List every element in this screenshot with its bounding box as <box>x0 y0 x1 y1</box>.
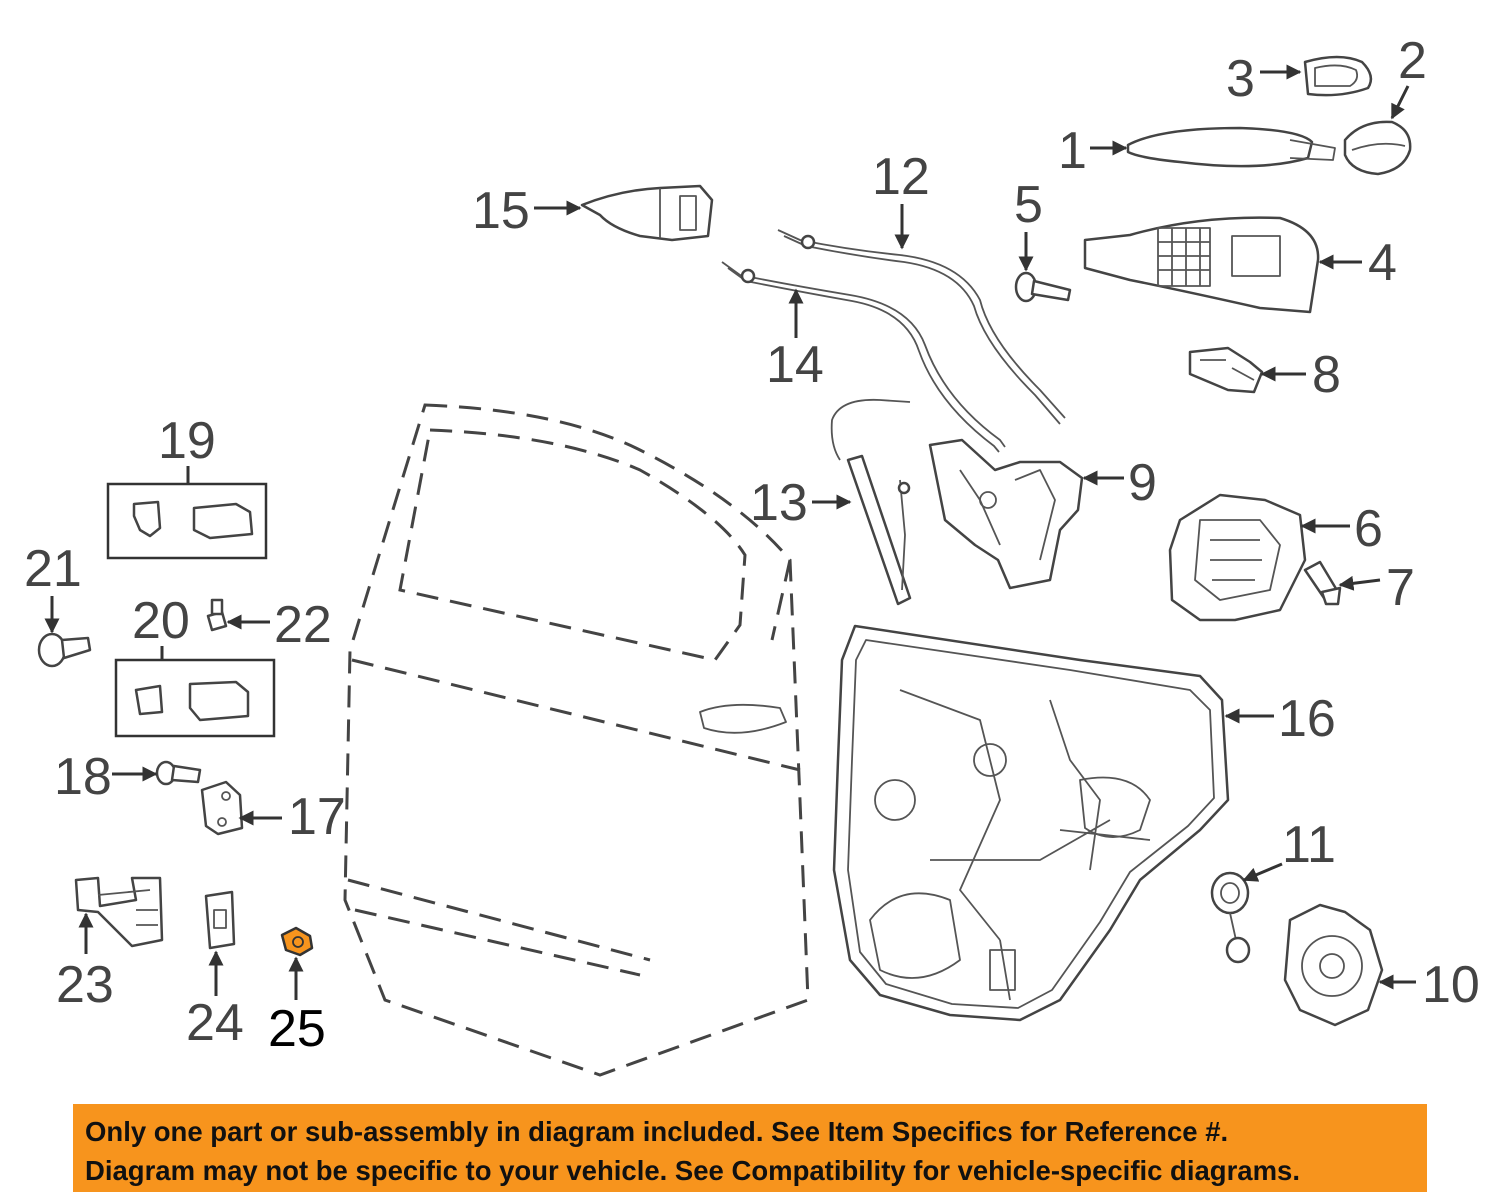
part-11-grommet[interactable] <box>1210 871 1251 964</box>
part-18-bolt[interactable] <box>155 760 202 786</box>
part-9-latch[interactable] <box>928 438 1084 590</box>
part-6-actuator[interactable] <box>1168 493 1307 622</box>
callout-16: 16 <box>1278 690 1336 748</box>
callout-labels: 1 2 3 4 5 6 7 8 9 10 11 12 13 14 15 16 1… <box>24 32 1480 1058</box>
callout-15: 15 <box>472 182 530 240</box>
part-10-speaker[interactable] <box>1283 903 1384 1027</box>
callout-22: 22 <box>274 596 332 654</box>
part-14-cable[interactable] <box>721 261 1006 453</box>
part-17-striker[interactable] <box>200 780 244 836</box>
disclaimer-line-2: Diagram may not be specific to your vehi… <box>85 1155 1300 1186</box>
part-21-clip[interactable] <box>37 632 92 668</box>
callout-7: 7 <box>1386 559 1415 617</box>
callout-9: 9 <box>1128 454 1157 512</box>
part-24-plate[interactable] <box>204 890 236 950</box>
part-25-nut[interactable] <box>280 926 314 957</box>
part-20-kit-box[interactable] <box>114 658 276 738</box>
part-12-cable[interactable] <box>777 229 1066 425</box>
callout-12: 12 <box>872 148 930 206</box>
callout-13: 13 <box>750 474 808 532</box>
callout-23: 23 <box>56 956 114 1014</box>
part-13-rod[interactable] <box>830 398 912 606</box>
disclaimer-line-1: Only one part or sub-assembly in diagram… <box>85 1116 1229 1147</box>
callout-8: 8 <box>1312 346 1341 404</box>
door-outline <box>343 403 810 1077</box>
callout-5: 5 <box>1014 176 1043 234</box>
parts-diagram: 1 2 3 4 5 6 7 8 9 10 11 12 13 14 15 16 1… <box>24 32 1480 1077</box>
part-8-bracket[interactable] <box>1188 346 1264 394</box>
part-5-bolt[interactable] <box>1014 271 1072 303</box>
callout-19: 19 <box>158 412 216 470</box>
part-2-handle-cap[interactable] <box>1343 120 1412 176</box>
callout-18: 18 <box>54 748 112 806</box>
callout-20: 20 <box>132 592 190 650</box>
part-7-screw[interactable] <box>1303 560 1342 606</box>
callout-24: 24 <box>186 994 244 1052</box>
callout-4: 4 <box>1368 234 1397 292</box>
part-19-kit-box[interactable] <box>106 482 268 560</box>
part-3-escutcheon[interactable] <box>1303 55 1373 97</box>
callout-25: 25 <box>268 1000 326 1058</box>
callout-6: 6 <box>1354 500 1383 558</box>
callout-21: 21 <box>24 540 82 598</box>
callout-3: 3 <box>1226 50 1255 108</box>
leader-arrows <box>44 64 1416 1000</box>
part-1-outside-handle[interactable] <box>1126 126 1336 168</box>
callout-17: 17 <box>288 788 346 846</box>
callout-10: 10 <box>1422 956 1480 1014</box>
callout-1: 1 <box>1058 122 1087 180</box>
part-15-inside-handle[interactable] <box>580 184 714 242</box>
part-23-door-check[interactable] <box>74 876 164 948</box>
part-22-bolt[interactable] <box>206 598 228 632</box>
part-16-module-panel[interactable] <box>832 624 1230 1022</box>
part-4-handle-bracket[interactable] <box>1083 216 1320 314</box>
callout-2: 2 <box>1398 32 1427 90</box>
callout-11: 11 <box>1282 816 1336 874</box>
disclaimer-banner: Only one part or sub-assembly in diagram… <box>73 1104 1427 1192</box>
callout-14: 14 <box>766 336 824 394</box>
